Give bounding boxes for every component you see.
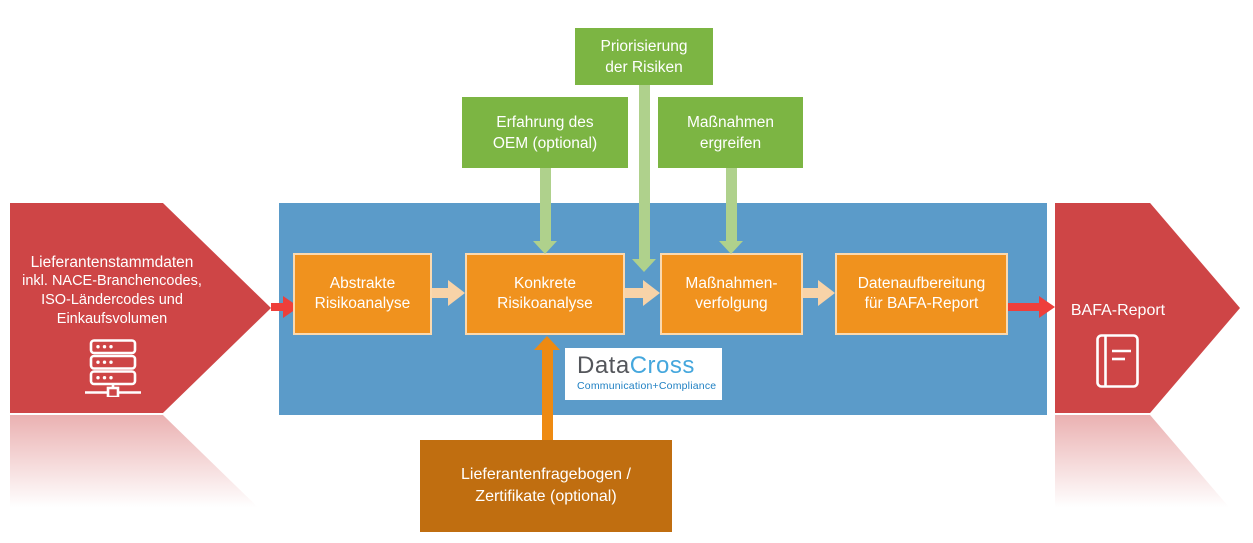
process-step-abstrakte-risikoanalyse: Abstrakte Risikoanalyse bbox=[293, 253, 432, 335]
green-arrow-stem bbox=[639, 85, 650, 260]
connector-arrow-output-stem bbox=[1008, 303, 1040, 311]
input-pentagon-supplier-data: Lieferantenstammdaten inkl. NACE-Branche… bbox=[10, 203, 271, 413]
flow-arrow-head bbox=[448, 280, 465, 306]
orange-arrow-head bbox=[534, 336, 560, 350]
flow-arrow-step1-step2 bbox=[432, 280, 465, 306]
left-pentagon-text: Lieferantenstammdaten inkl. NACE-Branche… bbox=[10, 253, 214, 329]
right-pentagon-label: BAFA-Report bbox=[1070, 302, 1166, 319]
datacross-logo: DataCross Communication+Compliance bbox=[565, 348, 722, 400]
connector-arrow-output bbox=[1008, 296, 1055, 318]
left-pentagon-reflection bbox=[10, 415, 271, 543]
left-pentagon-subtitle: inkl. NACE-Branchencodes, ISO-Ländercode… bbox=[22, 273, 202, 327]
process-step-konkrete-risikoanalyse: Konkrete Risikoanalyse bbox=[465, 253, 625, 335]
flow-arrow-head bbox=[643, 280, 660, 306]
green-arrow-priorisierung bbox=[632, 85, 657, 272]
green-arrow-massnahmen bbox=[719, 168, 744, 254]
green-arrow-oem-to-konkrete bbox=[533, 168, 558, 254]
right-pentagon-reflection bbox=[1055, 415, 1240, 543]
logo-word-data: Data bbox=[577, 352, 630, 379]
green-arrow-head bbox=[632, 259, 656, 272]
flow-arrow-stem bbox=[432, 288, 448, 298]
left-pentagon-title: Lieferantenstammdaten bbox=[30, 254, 194, 271]
book-icon bbox=[1096, 334, 1139, 388]
process-step-datenaufbereitung: Datenaufbereitung für BAFA-Report bbox=[835, 253, 1008, 335]
input-box-massnahmen-ergreifen: Maßnahmen ergreifen bbox=[658, 97, 803, 168]
logo-word-cross: Cross bbox=[629, 352, 695, 379]
output-pentagon-bafa-report: BAFA-Report bbox=[1055, 203, 1240, 413]
flow-arrow-stem bbox=[803, 288, 818, 298]
process-step-massnahmenverfolgung: Maßnahmen- verfolgung bbox=[660, 253, 803, 335]
orange-arrow-stem bbox=[542, 349, 553, 440]
input-box-priorisierung-risiken: Priorisierung der Risiken bbox=[575, 28, 713, 85]
flow-arrow-step2-step3 bbox=[625, 280, 660, 306]
flow-arrow-head bbox=[818, 280, 835, 306]
green-arrow-stem bbox=[726, 168, 737, 242]
connector-arrow-output-head bbox=[1039, 296, 1055, 318]
datacross-logo-wordmark: DataCross bbox=[577, 353, 722, 379]
orange-arrow-fragebogen-to-konkrete bbox=[534, 336, 561, 440]
flow-arrow-step3-step4 bbox=[803, 280, 835, 306]
flow-arrow-stem bbox=[625, 288, 643, 298]
server-icon bbox=[85, 339, 141, 397]
input-box-lieferantenfragebogen: Lieferantenfragebogen / Zertifikate (opt… bbox=[420, 440, 672, 532]
connector-arrow-input-stem bbox=[271, 303, 284, 311]
green-arrow-head bbox=[719, 241, 743, 254]
datacross-logo-tagline: Communication+Compliance bbox=[577, 380, 717, 392]
green-arrow-stem bbox=[540, 168, 551, 242]
green-arrow-head bbox=[533, 241, 557, 254]
input-box-erfahrung-oem: Erfahrung des OEM (optional) bbox=[462, 97, 628, 168]
